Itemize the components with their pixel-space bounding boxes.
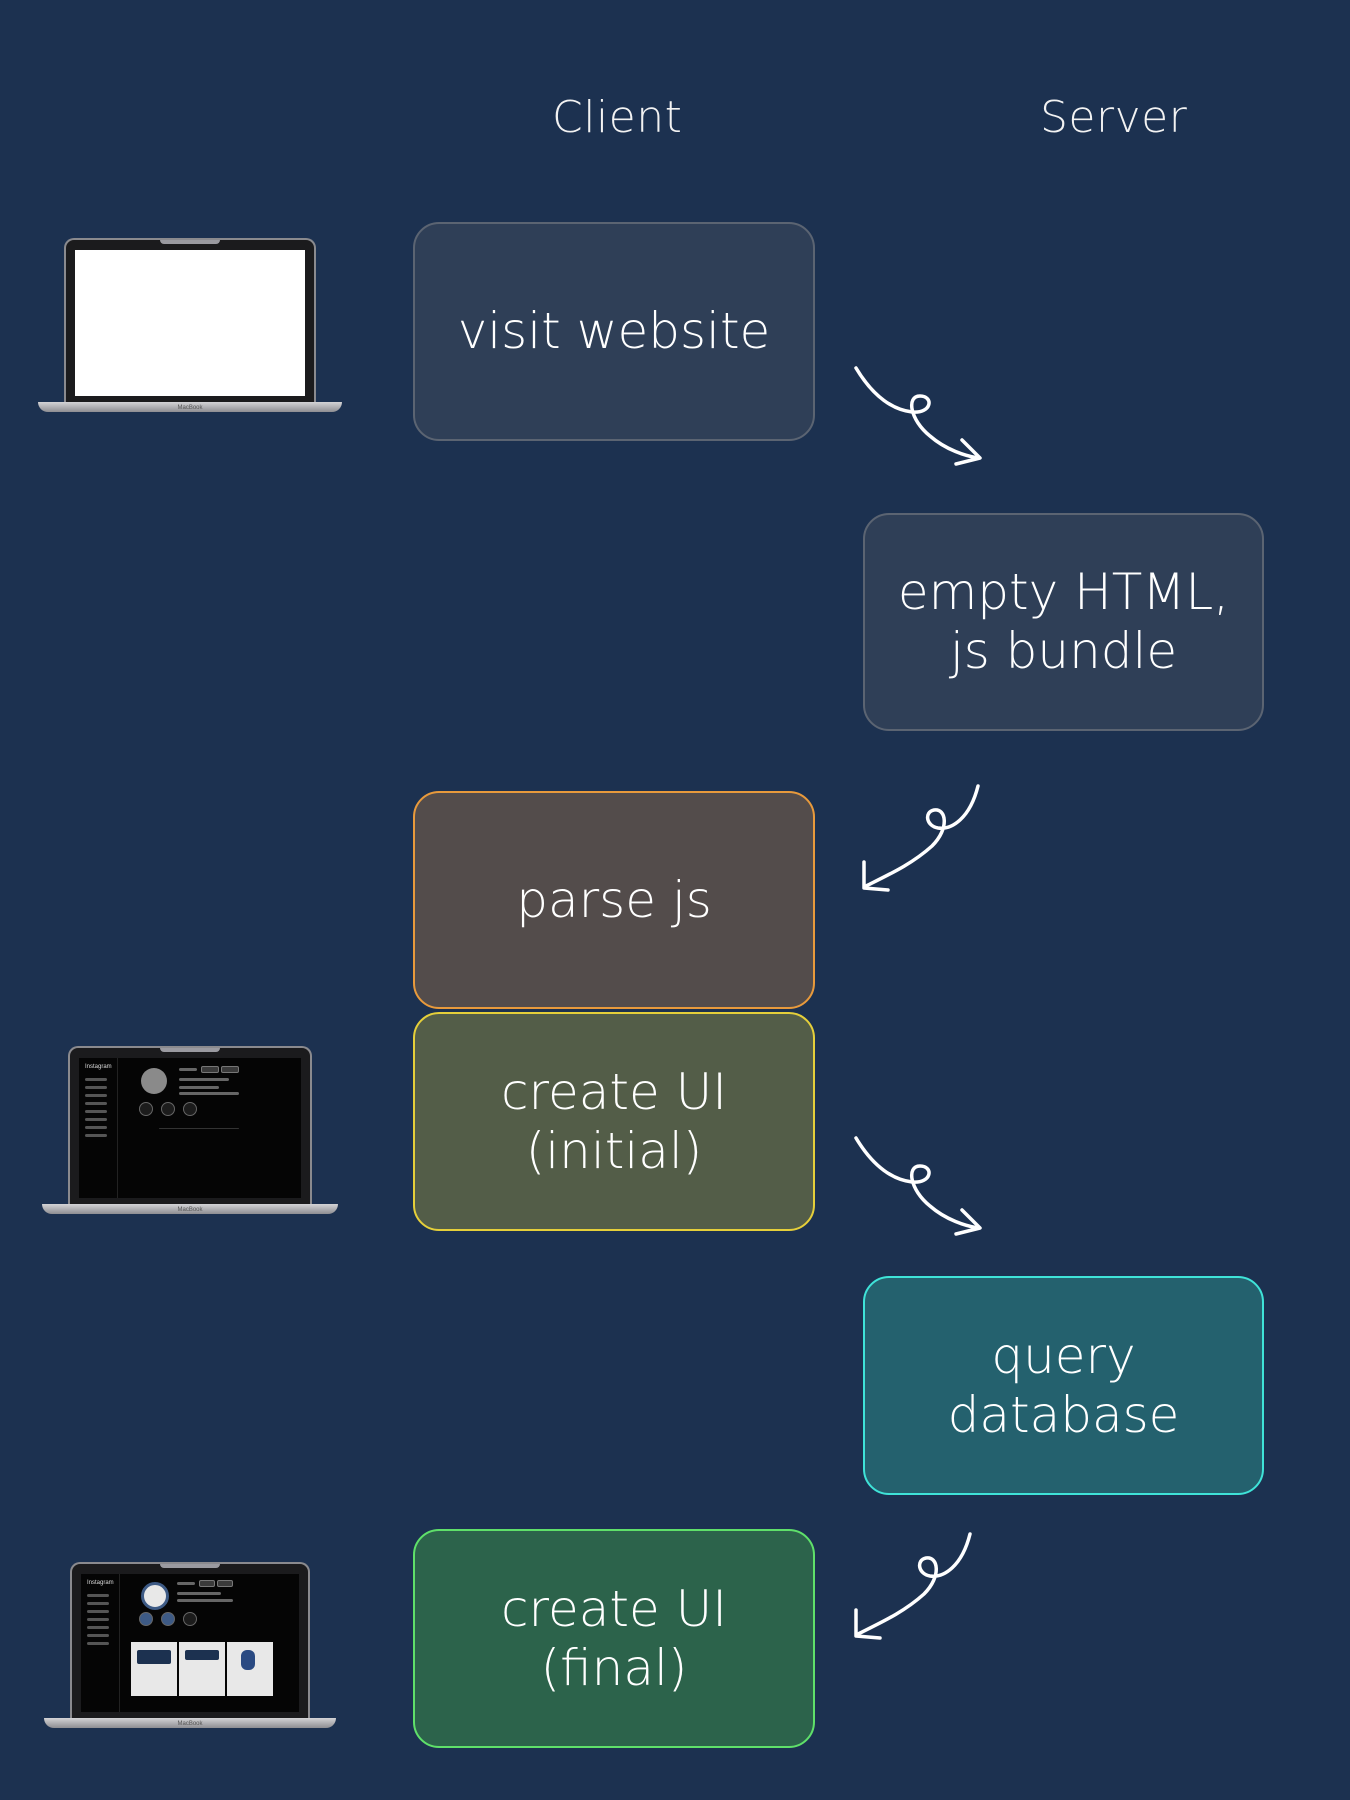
step-visit-website: visit website: [413, 222, 815, 441]
step-create-ui-initial: create UI (initial): [413, 1012, 815, 1231]
step-create-ui-final: create UI (final): [413, 1529, 815, 1748]
step-empty-html: empty HTML, js bundle: [863, 513, 1264, 731]
curly-arrow-left-icon: [854, 1532, 972, 1640]
client-column-header: Client: [552, 92, 683, 143]
laptop-final-ui-icon: Instagram MacBook: [44, 1562, 336, 1728]
curly-arrow-right-icon: [854, 366, 982, 466]
curly-arrow-right-icon: [854, 1136, 982, 1236]
profile-avatar: [141, 1582, 169, 1610]
step-parse-js: parse js: [413, 791, 815, 1009]
curly-arrow-left-icon: [862, 784, 980, 892]
app-logo: Instagram: [85, 1064, 112, 1070]
laptop-initial-ui-icon: Instagram MacBook: [42, 1046, 338, 1214]
laptop-blank-icon: MacBook: [38, 238, 342, 412]
laptop-brand-label: MacBook: [177, 1207, 203, 1213]
profile-avatar: [141, 1068, 167, 1094]
final-ui-screen: Instagram: [81, 1574, 299, 1712]
app-logo: Instagram: [87, 1580, 114, 1586]
step-query-database: query database: [863, 1276, 1264, 1495]
server-column-header: Server: [1040, 92, 1188, 143]
laptop-brand-label: MacBook: [177, 1721, 203, 1727]
blank-screen: [75, 250, 305, 396]
laptop-brand-label: MacBook: [177, 405, 203, 411]
initial-ui-screen: Instagram: [79, 1058, 301, 1198]
